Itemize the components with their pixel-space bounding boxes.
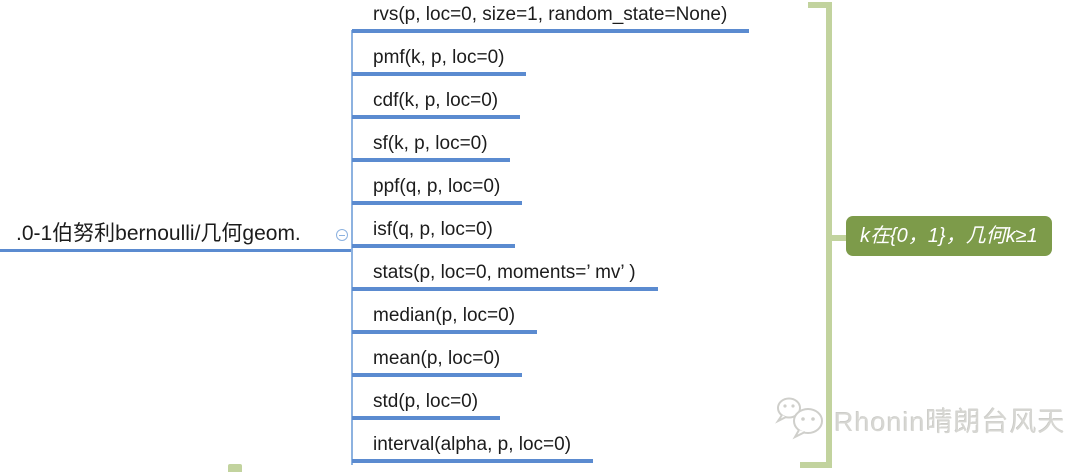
summary-bracket-line xyxy=(826,2,832,468)
summary-bracket-bottom-cap xyxy=(800,462,832,468)
wechat-icon xyxy=(772,394,832,444)
root-topic-label: .0-1伯努利bernoulli/几何geom. xyxy=(16,222,301,245)
branch-node-pmf[interactable]: pmf(k, p, loc=0) xyxy=(352,45,527,76)
collapse-handle-icon[interactable] xyxy=(336,229,348,241)
summary-bracket-top-cap xyxy=(808,2,832,8)
branch-node-ppf[interactable]: ppf(q, p, loc=0) xyxy=(352,174,523,205)
branch-node-stats[interactable]: stats(p, loc=0, moments=’ mv’ ) xyxy=(352,260,658,291)
summary-topic[interactable]: k在{0，1}，几何k≥1 xyxy=(846,216,1052,256)
clipped-green-node xyxy=(228,464,242,472)
branch-node-std[interactable]: std(p, loc=0) xyxy=(352,389,501,420)
branch-node-rvs[interactable]: rvs(p, loc=0, size=1, random_state=None) xyxy=(352,2,750,33)
branch-node-isf[interactable]: isf(q, p, loc=0) xyxy=(352,217,515,248)
branch-node-cdf[interactable]: cdf(k, p, loc=0) xyxy=(352,88,521,119)
branch-node-median[interactable]: median(p, loc=0) xyxy=(352,303,538,334)
summary-bracket-tick xyxy=(830,235,846,241)
branch-node-mean[interactable]: mean(p, loc=0) xyxy=(352,346,523,377)
watermark-text: Rhonin晴朗台风天 xyxy=(834,406,1066,437)
watermark: Rhonin晴朗台风天 xyxy=(772,394,1066,444)
root-topic[interactable]: .0-1伯努利bernoulli/几何geom. xyxy=(0,219,352,252)
branch-node-sf[interactable]: sf(k, p, loc=0) xyxy=(352,131,510,162)
branch-node-interval[interactable]: interval(alpha, p, loc=0) xyxy=(352,432,594,463)
minus-icon xyxy=(339,234,345,236)
